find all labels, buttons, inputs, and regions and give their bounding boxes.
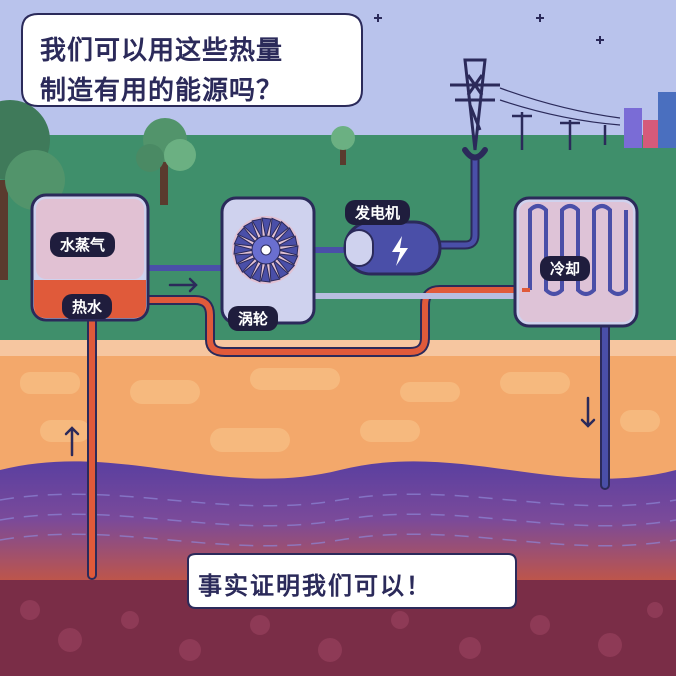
turbine-blade [243,221,260,241]
down-arrow [580,396,596,428]
lightning-icon [392,236,408,266]
turbine-blade [260,261,271,283]
steam-label: 水蒸气 [50,232,116,257]
turbine-blade [261,217,272,239]
turbine-blade [250,261,263,283]
turbine-blade [275,227,295,244]
power-pylon [450,58,500,151]
turbine-blade [277,253,299,266]
generator-label: 发电机 [345,200,411,225]
turbine-blade [234,253,255,265]
earth-patches [20,368,660,452]
turbine-blade [242,259,260,280]
turbine-blade [272,220,290,241]
turbine-blade [233,244,255,255]
turbine-blade [277,245,299,256]
turbine-blade [269,217,282,239]
utility-poles [512,112,607,150]
question-line-2: 制造有用的能源吗？ [40,76,284,106]
turbine-blade [251,218,263,239]
turbine-blade [275,256,296,274]
hot-water-label: 热水 [62,294,113,319]
turbine-blade [237,256,257,273]
question-line-1: 我们可以用这些热量 [40,36,284,66]
city-buildings [624,92,676,148]
turbine-blades [233,217,299,283]
steam-tank [30,193,150,322]
turbine-blade [236,226,257,244]
power-lines [499,87,621,126]
tree-middle [136,118,196,205]
cooling-label: 冷却 [540,256,591,281]
turbine-label: 涡轮 [228,306,279,331]
flow-arrows [64,277,596,457]
turbine-blade [233,234,255,247]
magma-lines [0,493,676,547]
question-bubble [21,13,363,107]
deep-rock-bubbles [20,600,663,662]
turbine-blade [269,261,281,282]
turbine-blade [277,235,298,247]
cold-pipes [145,147,610,490]
right-arrow [168,277,198,293]
tree-small [331,126,355,165]
answer-text: 事实证明我们可以！ [198,572,432,600]
sparkles [374,14,604,44]
turbine-blade [272,259,289,279]
generator-body [343,220,442,276]
answer-bubble [187,553,517,609]
up-arrow [64,426,80,457]
